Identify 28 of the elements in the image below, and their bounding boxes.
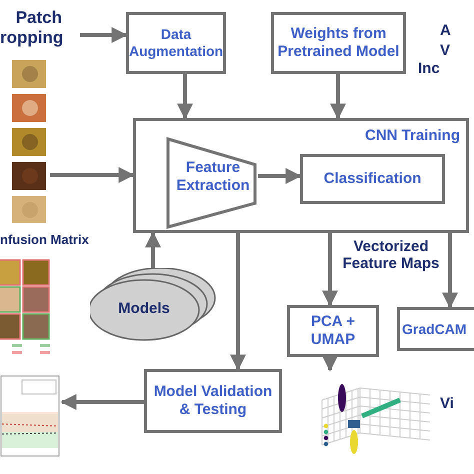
- arrow: [80, 27, 128, 43]
- panel-heading: nfusion Matrix: [0, 232, 89, 248]
- annotation-text: A: [440, 22, 452, 40]
- annotation-text: Vi: [440, 395, 455, 412]
- process-box: Model Validation & Testing: [144, 369, 282, 433]
- heading: Patch ropping: [0, 8, 62, 49]
- group-heading: CNN Training: [364, 127, 460, 145]
- arrow: [442, 233, 458, 309]
- arrow: [50, 167, 135, 183]
- group-box: [133, 118, 469, 233]
- arrow: [230, 233, 246, 371]
- arrow: [177, 74, 193, 120]
- annotation-text: Inc: [418, 60, 441, 78]
- annotation-text: V: [440, 42, 452, 60]
- process-box: PCA + UMAP: [287, 305, 379, 357]
- arrow: [322, 356, 338, 372]
- process-box: GradCAM: [397, 307, 474, 351]
- arrow: [322, 233, 338, 307]
- process-box: Weights from Pretrained Model: [271, 12, 406, 74]
- arrow: [258, 168, 302, 184]
- block-label: Feature Extraction: [176, 159, 250, 194]
- arrow: [60, 394, 144, 410]
- process-box: Classification: [300, 154, 445, 204]
- arrow: [330, 74, 346, 120]
- process-box: Data Augmentation: [126, 12, 226, 74]
- stack-label: Models: [118, 300, 170, 317]
- arrow: [145, 231, 161, 268]
- annotation-text: Vectorized Feature Maps: [342, 238, 440, 272]
